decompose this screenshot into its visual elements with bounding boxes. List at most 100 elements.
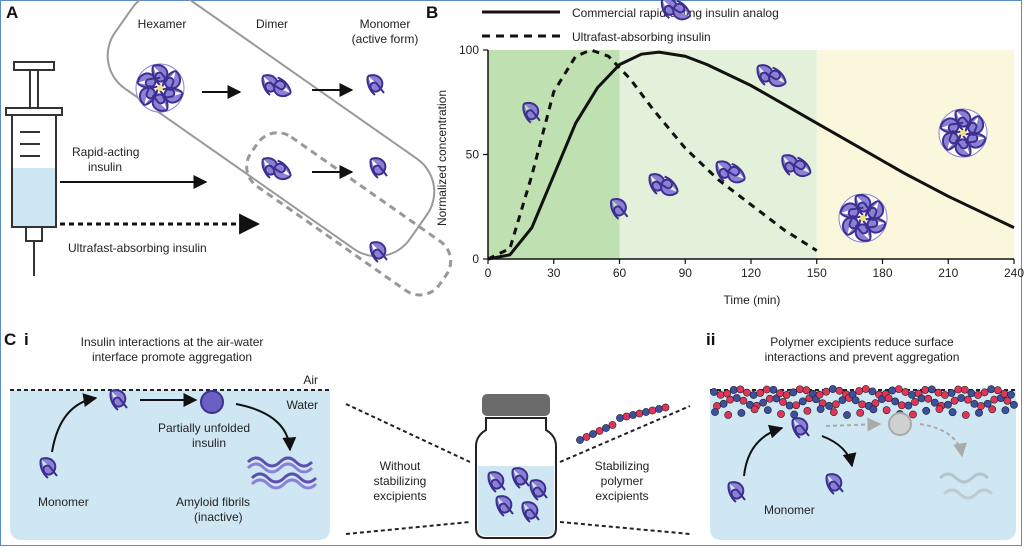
polymer-bead (1003, 396, 1012, 405)
arrow (235, 403, 297, 452)
polymer-bead (729, 386, 738, 394)
polymer-bead (947, 389, 956, 397)
shaded-region (488, 50, 620, 259)
polymer-bead (655, 405, 663, 413)
water-label: Water (286, 398, 318, 412)
polymer-bead (792, 401, 801, 410)
polymer-bead (795, 385, 804, 394)
polymer-bead (661, 403, 670, 412)
polymer-bead (909, 410, 917, 419)
polymer-bead (888, 386, 897, 395)
polymer-bead (589, 430, 597, 438)
legend-dashed-label: Ultrafast-absorbing insulin (572, 30, 711, 44)
polymer-bead (790, 410, 799, 419)
polymer-bead (726, 395, 735, 404)
rapid-acting-label: Rapid-acting (72, 145, 139, 159)
y-tick-label: 100 (459, 43, 479, 57)
polymer-bead (723, 389, 732, 398)
hexamer-icon (136, 64, 184, 112)
polymer-bead (868, 387, 877, 396)
faded-fibril-icon (938, 472, 994, 500)
polymer-bead (825, 402, 834, 410)
polymer-bead (776, 389, 784, 398)
polymer-bead (901, 388, 910, 396)
polymer-bead (891, 397, 900, 406)
polymer-bead (921, 386, 930, 394)
polymer-bead (917, 394, 926, 403)
polymer-bead (629, 411, 637, 419)
connector-line (559, 405, 691, 463)
polymer-bead (983, 399, 992, 408)
polymer-bead (815, 390, 824, 399)
air-label: Air (303, 373, 318, 387)
connector-line (559, 521, 691, 535)
polymer-bead (835, 386, 844, 395)
polymer-bead (935, 405, 944, 413)
ultrafast-label: Ultrafast-absorbing insulin (68, 241, 207, 255)
monomer-icon (369, 157, 388, 179)
polymer-chain-icon (576, 403, 670, 444)
polymer-bead (749, 391, 758, 399)
polymer-bead (961, 411, 970, 419)
polymer-bead (765, 394, 774, 403)
polymer-bead (616, 414, 624, 422)
polymer-bead (1000, 389, 1009, 398)
ultrafast-pathway-box (245, 131, 453, 297)
polymer-bead (967, 389, 976, 398)
polymer-bead (974, 391, 982, 399)
without-label-1: Without (380, 459, 421, 473)
fibrils-label-2: (inactive) (194, 510, 243, 524)
polymer-bead (954, 385, 963, 394)
polymer-bead (822, 387, 831, 396)
cii-title-line2: interactions and prevent aggregation (765, 350, 960, 364)
polymer-bead (843, 411, 851, 419)
polymer-bead (642, 408, 650, 416)
polymer-bead (828, 385, 837, 393)
arrow (821, 435, 857, 468)
polymer-bead (858, 400, 867, 409)
stabilizing-label-3: excipients (595, 489, 648, 503)
hexamer-icon (939, 109, 987, 157)
polymer-bead (980, 388, 989, 397)
polymer-bead (719, 399, 728, 408)
x-tick-label: 120 (741, 266, 761, 280)
polymer-bead (635, 409, 644, 418)
panel-a-label: A (6, 3, 18, 22)
polymer-bead (941, 391, 949, 399)
polymer-bead (869, 405, 878, 414)
water-region-ii (710, 390, 1016, 540)
ci-title-line2: interface promote aggregation (92, 350, 252, 364)
panel-ci-label: i (24, 330, 29, 349)
polymer-bead (861, 385, 870, 393)
polymer-bead (927, 385, 936, 394)
series-line-ultrafast (487, 48, 818, 261)
panel-b-label: B (426, 3, 438, 22)
polymer-bead (977, 402, 985, 410)
rapid-pathway-box (106, 0, 436, 258)
polymer-bead (831, 400, 840, 409)
vial-icon (475, 394, 557, 539)
polymer-bead (750, 405, 759, 414)
polymer-bead (957, 394, 966, 402)
polymer-bead (948, 408, 957, 417)
polymer-bead (1001, 406, 1010, 415)
stabilizing-label-2: polymer (601, 474, 644, 488)
panel-c-label: C (4, 330, 16, 349)
polymer-bead (1007, 390, 1015, 399)
x-tick-label: 210 (938, 266, 958, 280)
dimer-icon (262, 75, 291, 99)
polymer-bead (743, 388, 751, 397)
polymer-bead (894, 385, 903, 394)
water-region-i (10, 390, 330, 540)
connector-line (345, 521, 471, 535)
polymer-bead (855, 387, 864, 395)
polymer-bead (960, 385, 969, 394)
syringe-icon (5, 61, 63, 276)
polymer-bead (829, 408, 838, 417)
polymer-bead (816, 405, 825, 413)
panel-cii-label: ii (706, 330, 715, 349)
polymer-bead (724, 411, 733, 419)
x-axis-label: Time (min) (724, 293, 781, 307)
x-tick-label: 90 (679, 266, 693, 280)
